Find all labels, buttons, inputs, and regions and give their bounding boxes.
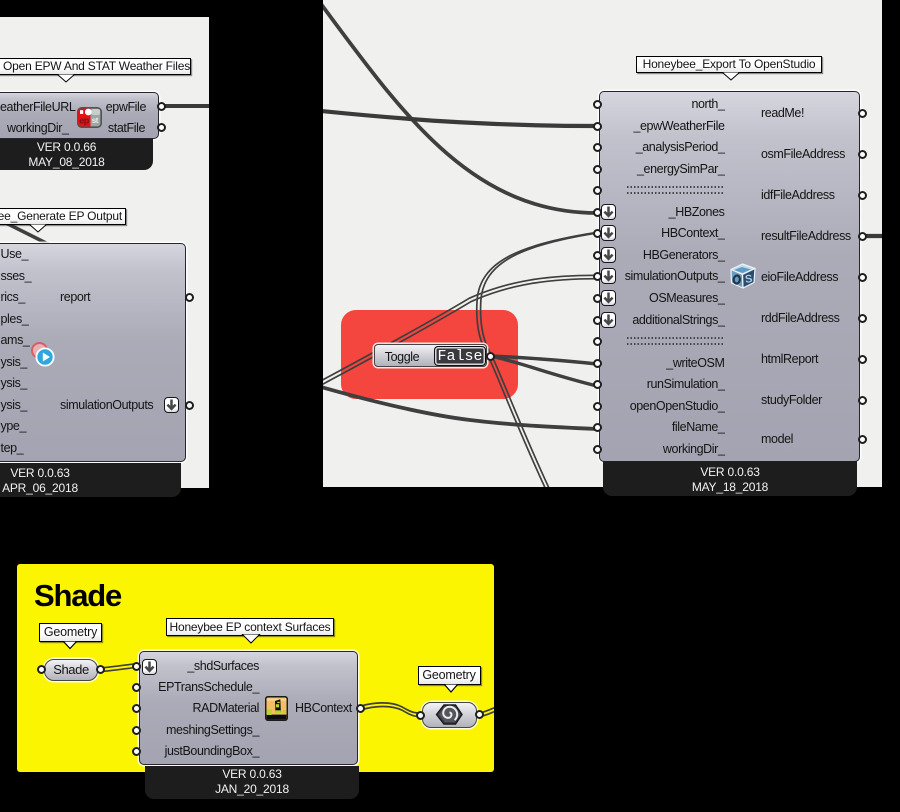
svg-text:st: st — [92, 116, 99, 125]
svg-text:ep: ep — [79, 116, 90, 126]
svg-text:S: S — [744, 273, 753, 286]
